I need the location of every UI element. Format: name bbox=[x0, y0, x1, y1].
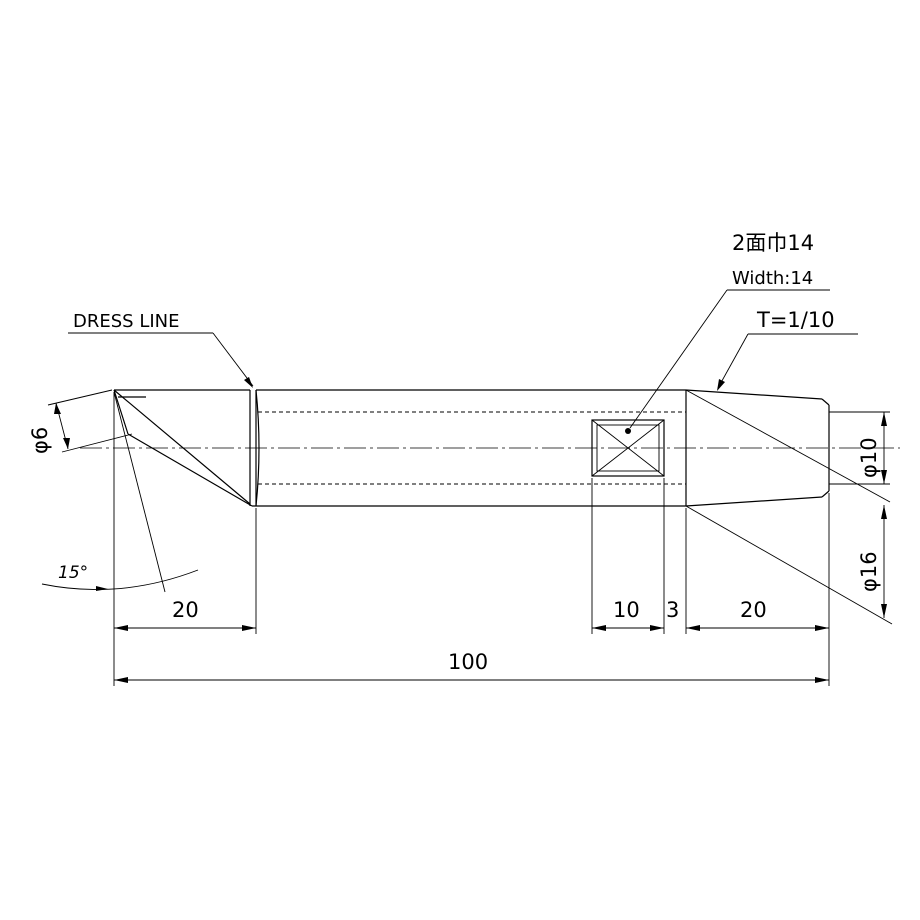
gap-label: 3 bbox=[666, 598, 679, 622]
flat-length-label: 10 bbox=[613, 598, 640, 622]
shank-end-diameter-label: φ10 bbox=[857, 437, 881, 478]
body-diameter-label: φ16 bbox=[857, 551, 881, 592]
angle-dimension: 15° bbox=[41, 391, 199, 593]
hidden-lines bbox=[258, 411, 686, 485]
flat-length-dimension: 10 bbox=[592, 598, 664, 631]
extension-lines bbox=[113, 392, 830, 686]
shank-end-diameter-dimension: φ10 bbox=[829, 411, 890, 485]
shank-length-dimension: 20 bbox=[686, 598, 829, 631]
dress-line-label: DRESS LINE bbox=[73, 311, 180, 332]
tool-body bbox=[113, 389, 830, 507]
tip-diameter-dimension: φ6 bbox=[28, 389, 133, 454]
taper-label: T=1/10 bbox=[756, 308, 835, 332]
tip-diameter-label: φ6 bbox=[28, 427, 52, 454]
flats-label-en: Width:14 bbox=[732, 268, 813, 289]
wrench-flat-symbol bbox=[591, 419, 665, 477]
overall-length-dimension: 100 bbox=[114, 650, 829, 683]
tip-length-label: 20 bbox=[172, 598, 199, 622]
angle-label: 15° bbox=[58, 563, 88, 583]
overall-length-label: 100 bbox=[448, 650, 488, 674]
taper-callout: T=1/10 bbox=[717, 308, 858, 391]
body-diameter-dimension: φ16 bbox=[685, 389, 893, 625]
gap-dimension: 3 bbox=[666, 598, 679, 622]
flats-callout: 2面巾14 Width:14 bbox=[629, 231, 830, 429]
shank-length-label: 20 bbox=[740, 598, 767, 622]
flats-label-jp: 2面巾14 bbox=[732, 231, 814, 255]
tip-length-dimension: 20 bbox=[114, 598, 256, 631]
dress-line-callout: DRESS LINE bbox=[68, 311, 254, 388]
